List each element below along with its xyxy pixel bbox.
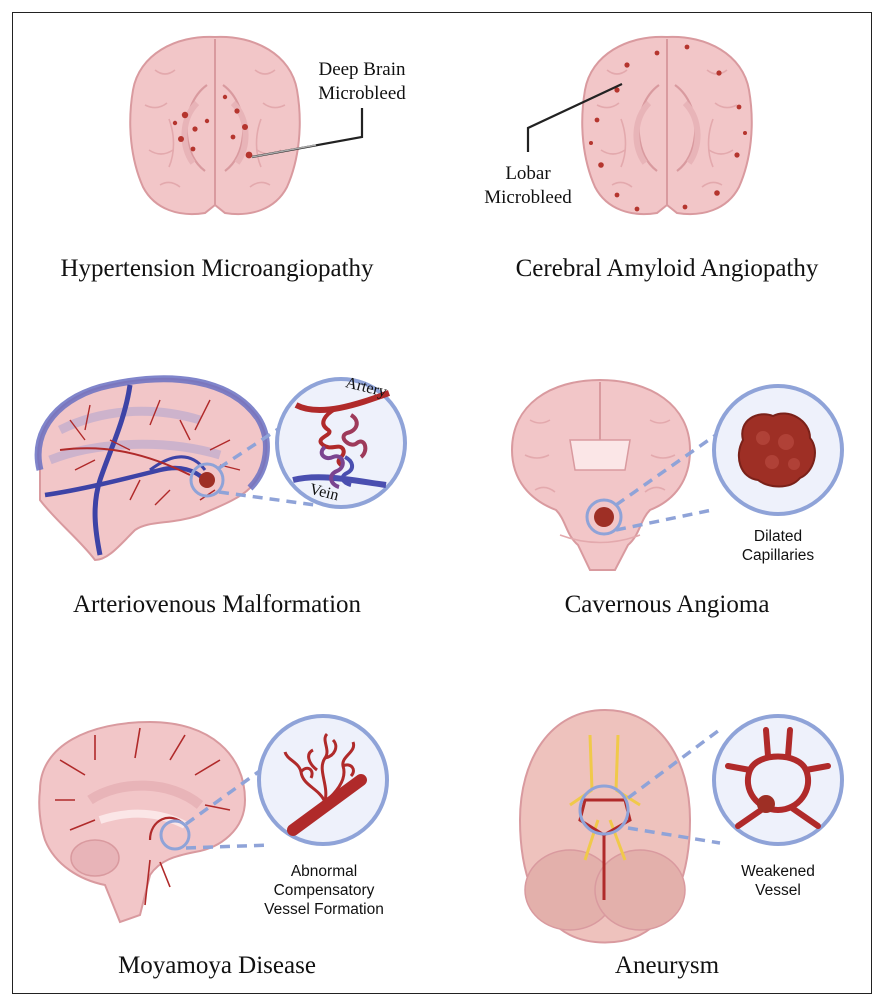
label-line: Weakened bbox=[741, 863, 815, 880]
label-line: Microbleed bbox=[484, 187, 572, 208]
magnify-inset-icon bbox=[275, 377, 407, 509]
label-line: Vessel Formation bbox=[264, 901, 384, 918]
label-line: Capillaries bbox=[741, 547, 815, 564]
label-line: Dilated bbox=[753, 528, 803, 545]
label-line: Lobar bbox=[505, 163, 551, 184]
label-line: Abnormal bbox=[290, 863, 358, 880]
panel-title-hypertension: Hypertension Microangiopathy bbox=[60, 255, 374, 282]
panel-title-avm: Arteriovenous Malformation bbox=[72, 591, 362, 618]
lobar-microbleeds bbox=[589, 44, 747, 212]
label-line: Deep Brain bbox=[318, 59, 406, 80]
magnify-inset-icon bbox=[257, 714, 389, 846]
panel-title-amyloid: Cerebral Amyloid Angiopathy bbox=[515, 255, 819, 282]
dilated-capillaries-label: Dilated Capillaries bbox=[710, 527, 846, 565]
abnormal-vessel-label: Abnormal Compensatory Vessel Formation bbox=[244, 862, 404, 919]
label-line: Vessel bbox=[755, 882, 801, 899]
axial-brain-icon bbox=[582, 37, 752, 214]
basal-brain-icon bbox=[518, 708, 692, 944]
lobar-microbleed-label: Lobar Microbleed bbox=[460, 162, 596, 210]
label-line: Compensatory bbox=[273, 882, 375, 899]
magnify-inset-icon bbox=[712, 714, 844, 846]
sagittal-brain-icon bbox=[34, 375, 270, 562]
panel-title-moyamoya: Moyamoya Disease bbox=[118, 952, 316, 979]
weakened-vessel-label: Weakened Vessel bbox=[720, 862, 836, 900]
panel-title-cavernous: Cavernous Angioma bbox=[564, 591, 770, 618]
label-line: Microbleed bbox=[318, 83, 406, 104]
sagittal-brain-icon bbox=[38, 720, 247, 924]
magnify-inset-icon bbox=[712, 384, 844, 516]
coronal-brain-icon bbox=[510, 378, 692, 571]
lobar-microbleed-pointer bbox=[526, 83, 623, 152]
axial-brain-icon bbox=[130, 37, 300, 214]
deep-microbleed-label: Deep Brain Microbleed bbox=[290, 58, 434, 106]
deep-microbleeds bbox=[172, 94, 253, 159]
panel-title-aneurysm: Aneurysm bbox=[614, 952, 720, 979]
